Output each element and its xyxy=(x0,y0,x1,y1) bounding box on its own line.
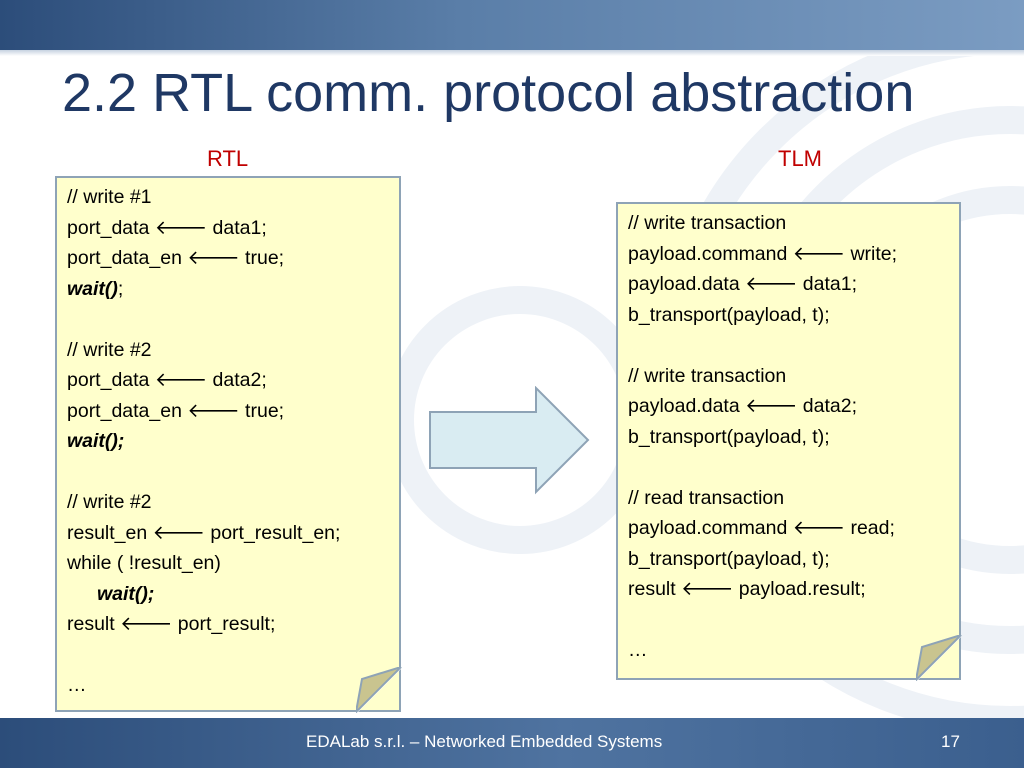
code-line: // write #2 xyxy=(67,338,152,361)
wait-call: wait() xyxy=(67,277,118,300)
rtl-code-box: // write #1 port_data 🡐 data1; port_data… xyxy=(55,176,401,712)
code-line: payload.data 🡐 data1; xyxy=(628,273,858,295)
code-line: b_transport(payload, t); xyxy=(628,547,830,570)
page-fold-corner xyxy=(356,667,402,713)
code-line: result_en 🡐 port_result_en; xyxy=(67,521,341,544)
top-banner-shadow xyxy=(0,50,1024,56)
slide-title: 2.2 RTL comm. protocol abstraction xyxy=(62,63,915,123)
code-line: payload.data 🡐 data2; xyxy=(628,395,858,417)
code-line: wait(); xyxy=(67,274,399,305)
right-arrow-icon xyxy=(429,386,590,495)
code-line: result 🡐 port_result; xyxy=(67,613,276,635)
ellipsis: … xyxy=(67,674,87,696)
code-line: // write transaction xyxy=(628,364,787,387)
top-banner xyxy=(0,0,1024,50)
tlm-code-box: // write transaction payload.command 🡐 w… xyxy=(616,202,961,680)
wait-call: wait(); xyxy=(67,430,125,452)
code-line: while ( !result_en) xyxy=(67,552,221,574)
code-line: // write transaction xyxy=(628,212,787,234)
footer-text: EDALab s.r.l. – Networked Embedded Syste… xyxy=(306,732,663,751)
blank-line xyxy=(628,605,959,636)
blank-line xyxy=(67,457,399,488)
rtl-column-heading: RTL xyxy=(207,146,249,171)
blank-line xyxy=(628,452,959,483)
blank-line xyxy=(67,304,399,335)
code-line: b_transport(payload, t); xyxy=(628,303,830,326)
code-line: payload.command 🡐 read; xyxy=(628,517,895,539)
code-line: port_data 🡐 data2; xyxy=(67,369,267,391)
footer-banner xyxy=(0,718,1024,768)
page-number: 17 xyxy=(941,732,960,751)
blank-line xyxy=(628,330,959,361)
code-line: // read transaction xyxy=(628,486,785,509)
code-line: result 🡐 payload.result; xyxy=(628,578,866,600)
ellipsis: … xyxy=(628,639,648,661)
code-line: port_data 🡐 data1; xyxy=(67,216,267,239)
code-line: // write #2 xyxy=(67,491,152,513)
tlm-column-heading: TLM xyxy=(778,146,822,171)
code-line: // write #1 xyxy=(67,186,152,208)
code-line: port_data_en 🡐 true; xyxy=(67,247,285,269)
code-line: port_data_en 🡐 true; xyxy=(67,399,285,422)
blank-line xyxy=(67,640,399,671)
code-line: b_transport(payload, t); xyxy=(628,425,830,448)
code-line: payload.command 🡐 write; xyxy=(628,242,898,265)
semicolon: ; xyxy=(117,277,124,300)
page-fold-corner xyxy=(916,635,962,681)
wait-call: wait(); xyxy=(97,582,155,605)
